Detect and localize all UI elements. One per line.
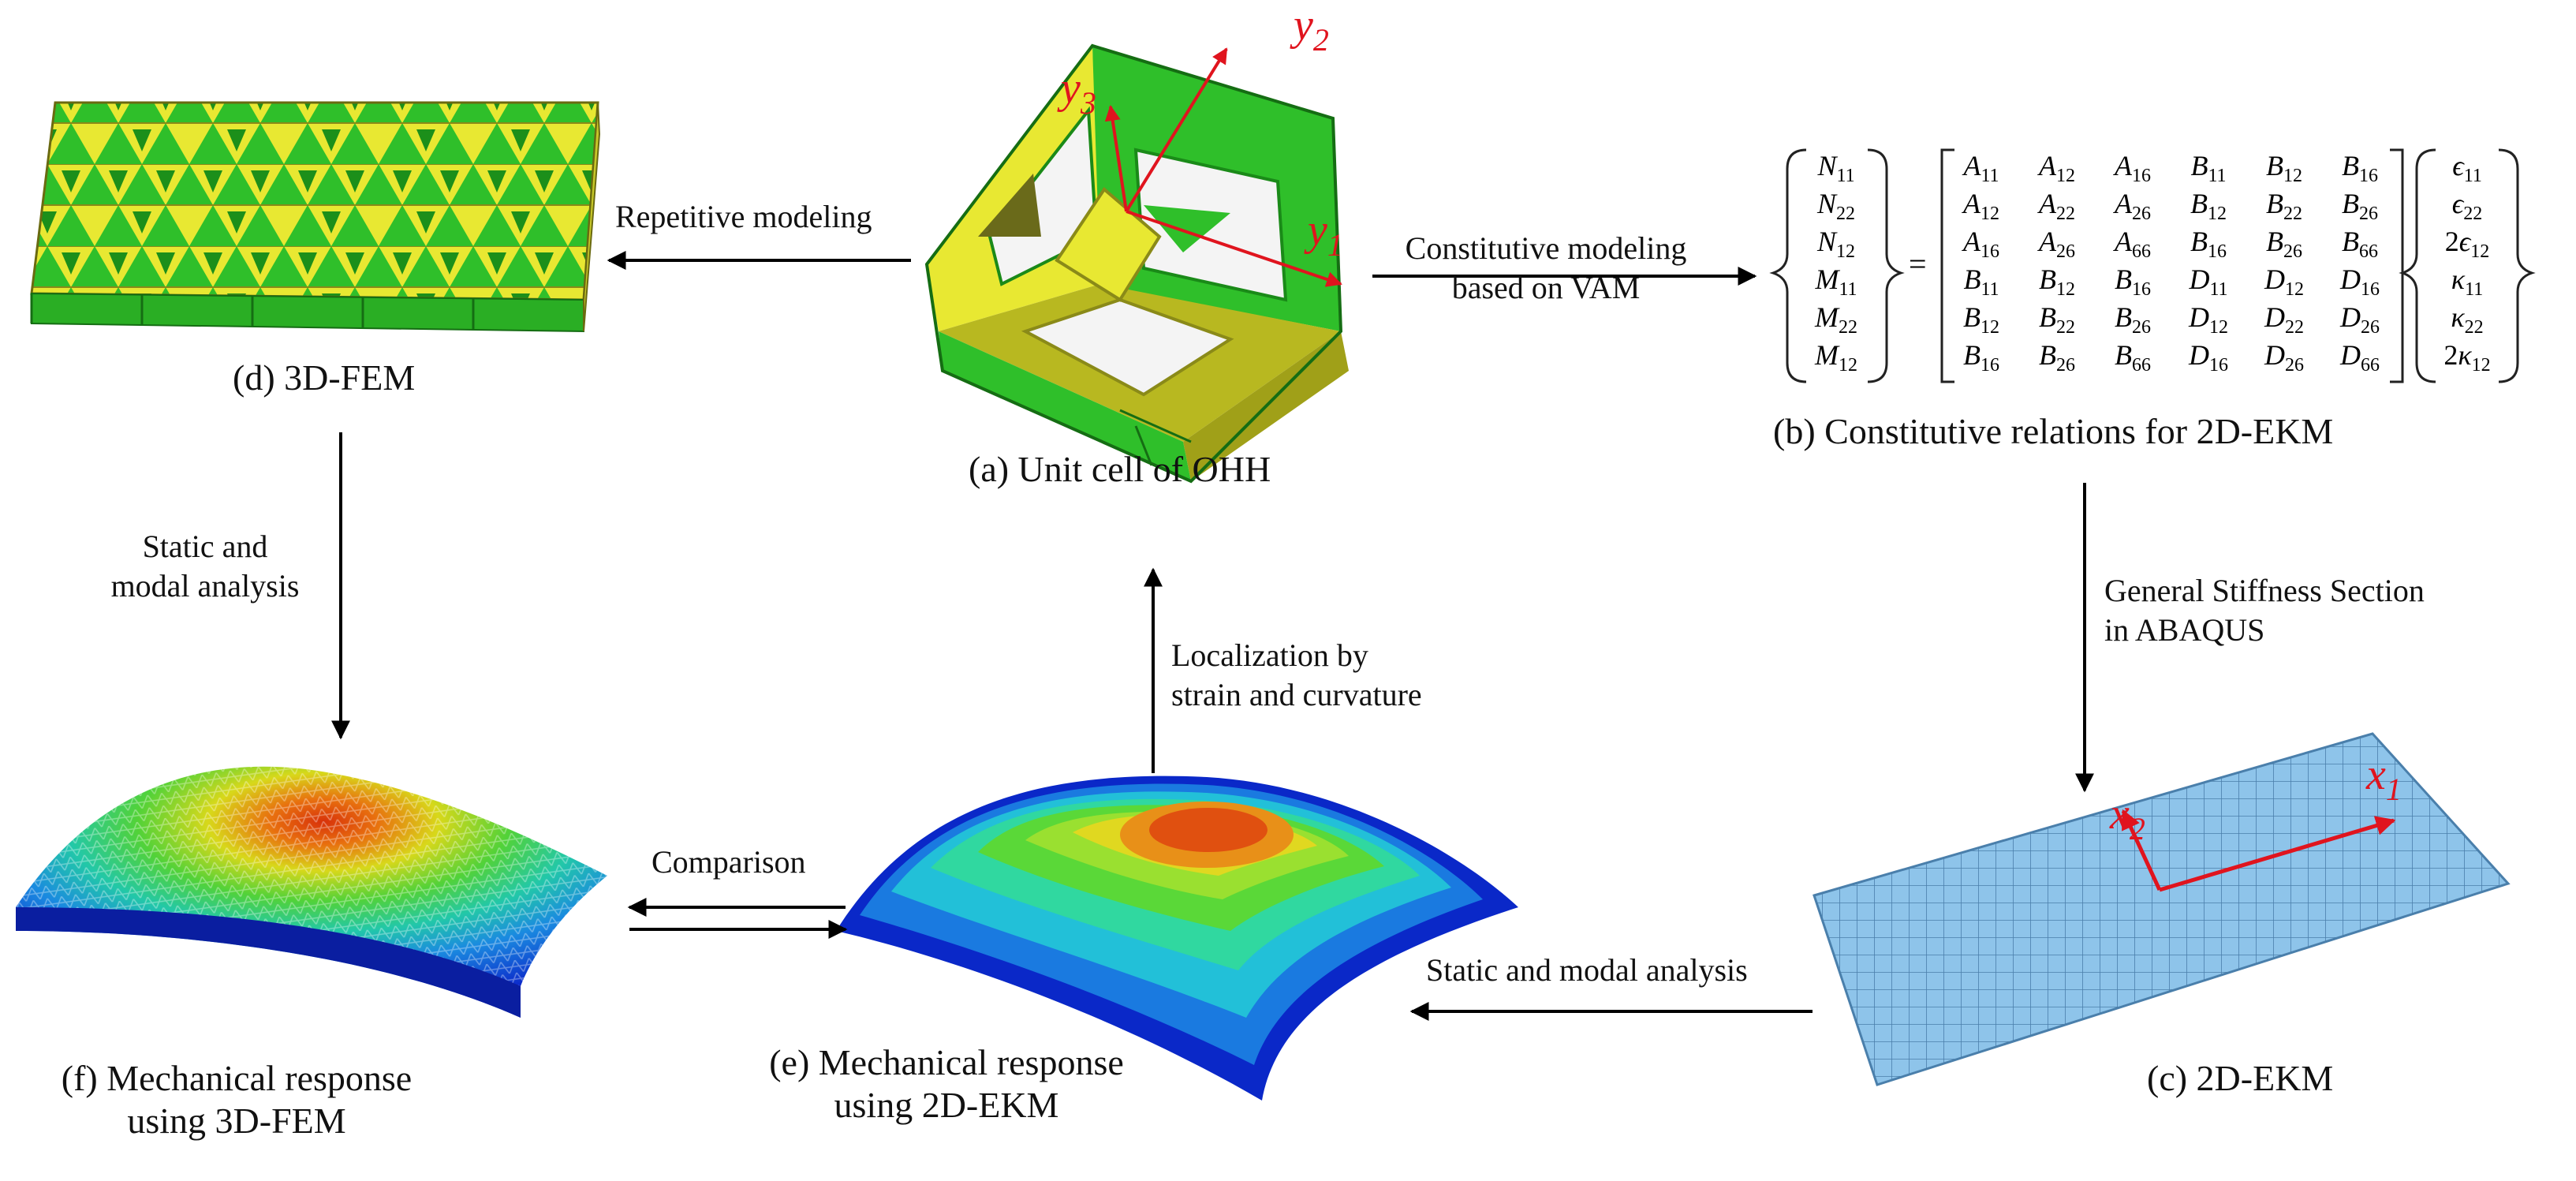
label-general-line2: in ABAQUS (2104, 612, 2265, 648)
contour-2d-ekm (836, 775, 1518, 1101)
matrix-entry: B16 (1963, 339, 1999, 376)
rhs-entry: κ11 (2451, 263, 2483, 300)
lhs-entry: M22 (1814, 301, 1857, 338)
matrix-entry: D66 (2339, 339, 2380, 376)
axis-label-y1: y1 (1304, 206, 1343, 263)
matrix-entry: B26 (2115, 301, 2151, 338)
matrix-entry: B11 (2190, 150, 2226, 186)
caption-e-mechanical-response: (e) Mechanical response using 2D-EKM (694, 1041, 1199, 1127)
label-localization-line1: Localization by (1171, 637, 1368, 673)
matrix-entry: B66 (2342, 226, 2378, 262)
label-general-line1: General Stiffness Section (2104, 573, 2425, 608)
equals-sign: = (1909, 246, 1927, 282)
matrix-entry: D12 (2188, 301, 2228, 338)
matrix-entry: B12 (2190, 188, 2227, 224)
matrix-entry: A11 (1962, 150, 1999, 186)
label-localization: Localization by strain and curvature (1171, 636, 1422, 715)
matrix-entry: B22 (2266, 188, 2302, 224)
matrix-entry: A12 (1962, 188, 1999, 224)
matrix-entry: D12 (2264, 263, 2304, 300)
lhs-entry: N12 (1816, 226, 1855, 262)
rhs-entry: κ22 (2451, 301, 2483, 338)
matrix-entry: A22 (2037, 188, 2075, 224)
matrix-entry: B16 (2115, 263, 2151, 300)
axis-label-y2: y2 (1290, 1, 1329, 58)
unit-cell-ohh (924, 43, 1349, 484)
label-localization-line2: strain and curvature (1171, 677, 1422, 712)
caption-a-unit-cell: (a) Unit cell of OHH (969, 449, 1271, 489)
matrix-entry: D26 (2339, 301, 2380, 338)
matrix-entry: B16 (2190, 226, 2227, 262)
rhs-entry: 2κ12 (2443, 339, 2490, 376)
caption-e-line1: (e) Mechanical response (769, 1042, 1124, 1082)
lattice-panel-3d-fem (30, 101, 601, 333)
caption-b-constitutive-relations: (b) Constitutive relations for 2D-EKM (1773, 411, 2334, 451)
matrix-entry: B12 (2039, 263, 2075, 300)
matrix-entry: A16 (1962, 226, 1999, 262)
matrix-entry: D16 (2339, 263, 2380, 300)
matrix-entry: D22 (2264, 301, 2304, 338)
matrix-entry: A12 (2037, 150, 2075, 186)
label-repetitive-modeling: Repetitive modeling (615, 199, 872, 234)
axis-label-y3: y3 (1057, 64, 1096, 121)
caption-f-line1: (f) Mechanical response (61, 1058, 413, 1098)
lhs-entry: N11 (1816, 150, 1854, 186)
caption-d-3d-fem: (d) 3D-FEM (233, 357, 416, 398)
matrix-entry: B26 (2039, 339, 2075, 376)
matrix-entry: A26 (2037, 226, 2075, 262)
matrix-entry: A16 (2113, 150, 2151, 186)
lhs-entry: N22 (1816, 188, 1855, 224)
rhs-entry: ϵ22 (2452, 188, 2483, 224)
label-static-modal-c: Static and modal analysis (1426, 952, 1748, 988)
flow-arrows (331, 251, 2094, 1021)
label-constitutive-line2: based on VAM (1451, 270, 1641, 305)
caption-f-line2: using 3D-FEM (127, 1101, 346, 1141)
contour-3d-fem (16, 766, 607, 1018)
label-static-modal-d-line1: Static and (142, 529, 268, 564)
label-constitutive-line1: Constitutive modeling (1405, 230, 1687, 266)
caption-e-line2: using 2D-EKM (834, 1085, 1059, 1125)
matrix-entry: B26 (2342, 188, 2378, 224)
matrix-entry: D16 (2188, 339, 2228, 376)
lhs-entry: M12 (1814, 339, 1857, 376)
matrix-entry: D11 (2188, 263, 2227, 300)
matrix-entry: A26 (2113, 188, 2151, 224)
lhs-entry: M11 (1814, 263, 1857, 300)
matrix-entry: B11 (1963, 263, 1999, 300)
axis-label-x1: x1 (2365, 750, 2402, 807)
matrix-entry: B12 (2266, 150, 2302, 186)
label-comparison: Comparison (651, 844, 806, 880)
label-constitutive-modeling: Constitutive modeling based on VAM (1372, 229, 1719, 308)
matrix-entry: D26 (2264, 339, 2304, 376)
matrix-entry: A66 (2113, 226, 2151, 262)
caption-c-2d-ekm: (c) 2D-EKM (2147, 1058, 2334, 1098)
matrix-entry: B16 (2342, 150, 2378, 186)
label-static-modal-d-line2: modal analysis (110, 568, 300, 604)
label-general-stiffness: General Stiffness Section in ABAQUS (2104, 571, 2425, 650)
label-static-modal-d: Static and modal analysis (79, 527, 331, 606)
axis-label-x2: x2 (2109, 790, 2145, 847)
matrix-entry: B22 (2039, 301, 2075, 338)
rhs-entry: 2ϵ12 (2445, 226, 2490, 262)
matrix-entry: B26 (2266, 226, 2302, 262)
caption-f-mechanical-response: (f) Mechanical response using 3D-FEM (0, 1057, 473, 1142)
matrix-entry: B66 (2115, 339, 2151, 376)
mesh-plate-2d-ekm: x1 x2 (1813, 732, 2511, 1086)
rhs-entry: ϵ11 (2452, 150, 2482, 186)
matrix-entry: B12 (1963, 301, 1999, 338)
unit-cell-axes: y1 y2 y3 (1057, 1, 1343, 287)
